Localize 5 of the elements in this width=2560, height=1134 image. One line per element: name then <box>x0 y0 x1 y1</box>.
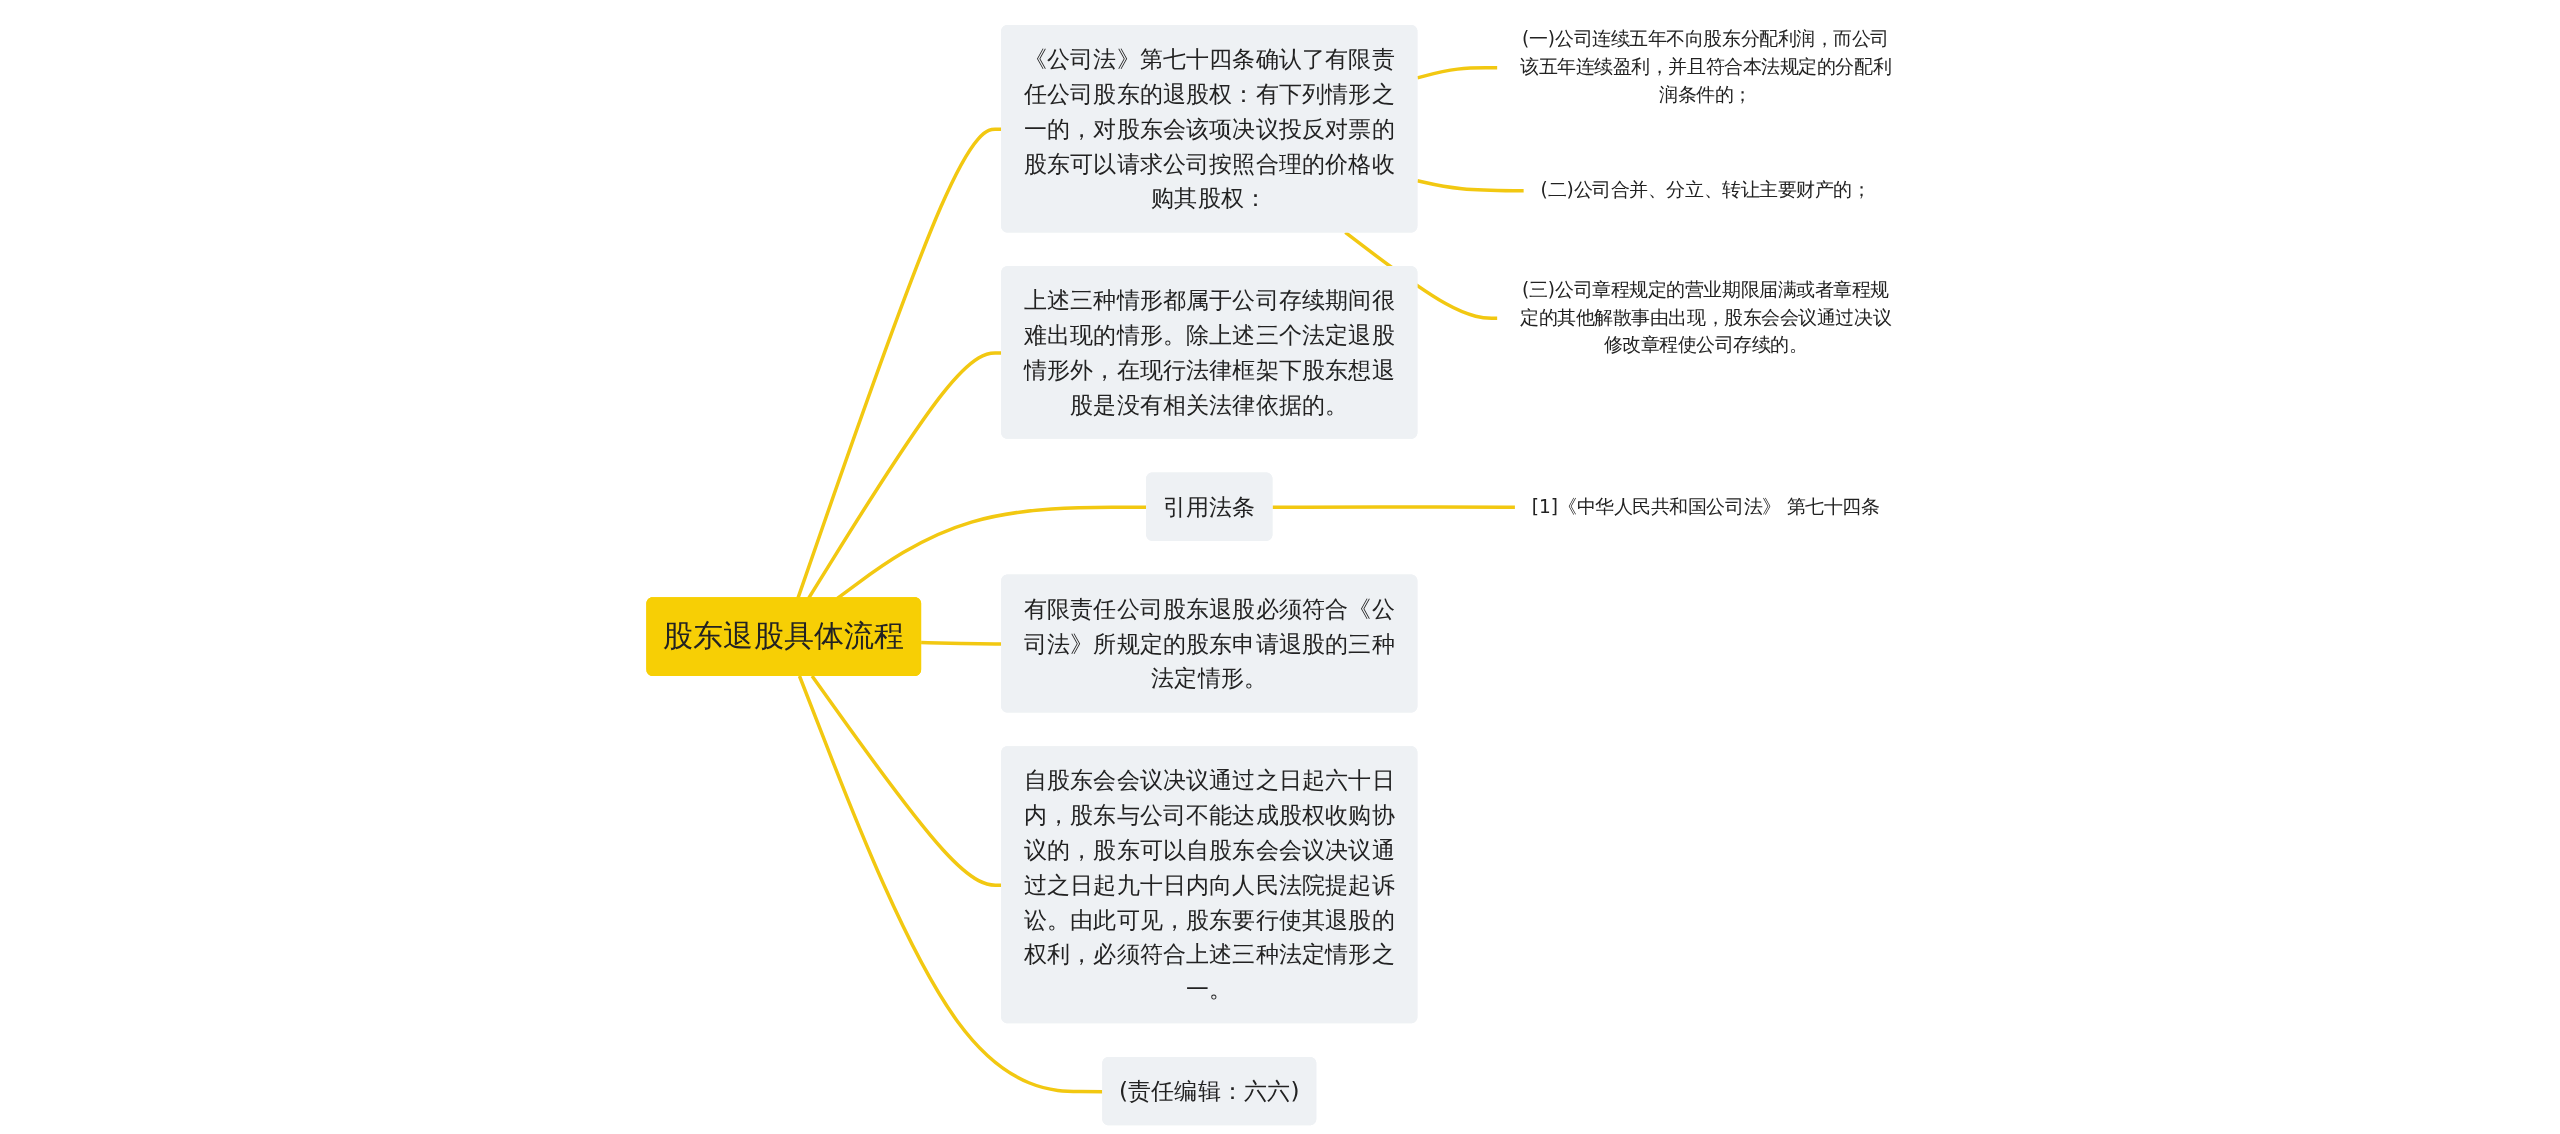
node-text: (一)公司连续五年不向股东分配利润，而公司该五年连续盈利，并且符合本法规定的分配利润条件的； <box>1520 27 1892 106</box>
node-text: (三)公司章程规定的营业期限届满或者章程规定的其他解散事由出现，股东会会议通过决议修改章程使公司存续的。 <box>1520 278 1892 356</box>
node-text: [1]《中华人民共和国公司法》 第七十四条 <box>1531 495 1880 518</box>
node-text: (二)公司合并、分立、转让主要财产的； <box>1540 178 1871 201</box>
connector <box>1417 179 1525 193</box>
